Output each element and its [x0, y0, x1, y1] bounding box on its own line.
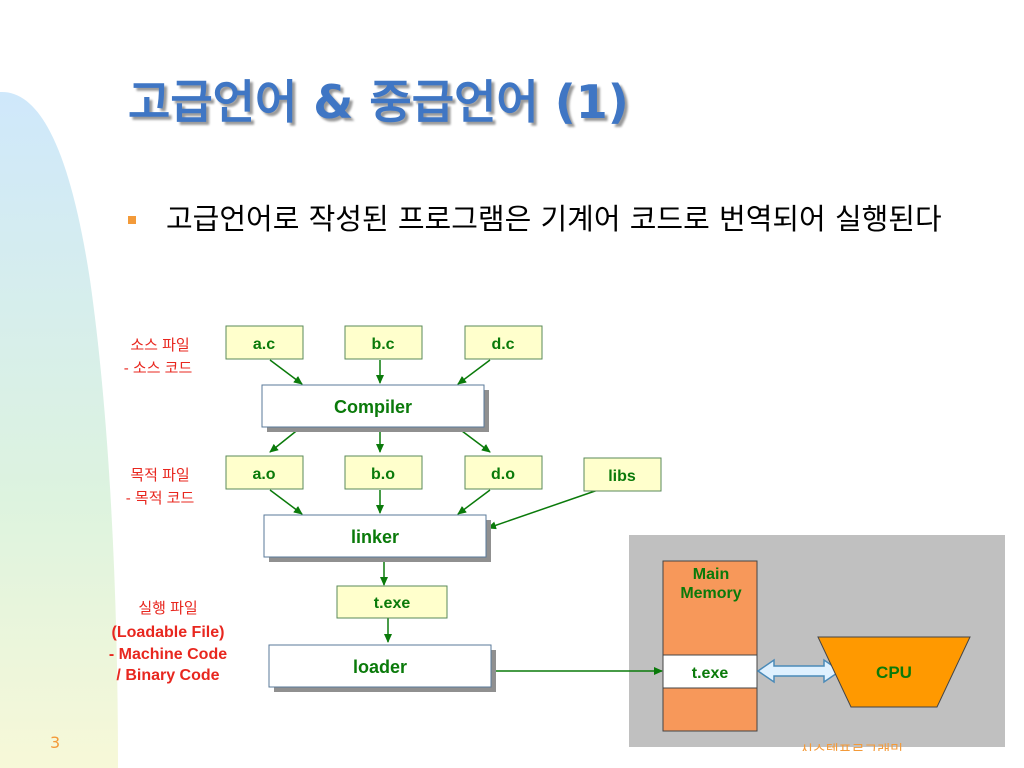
compiler-label: Compiler — [334, 397, 412, 417]
linker-label: linker — [351, 527, 399, 547]
executable-box — [336, 585, 448, 619]
binary-code-label: / Binary Code — [116, 667, 219, 684]
bullet-text: 고급언어로 작성된 프로그램은 기계어 코드로 번역되어 실행된다 — [166, 202, 942, 236]
exec-file-label: 실행 파일 — [138, 600, 197, 617]
object-file-label: 목적 파일 — [130, 467, 189, 484]
object-b: b.o — [371, 466, 395, 483]
main-memory — [662, 560, 758, 732]
object-files: a.o b.o d.o libs — [225, 455, 662, 492]
slide-title: 고급언어 & 중급언어 (1) — [128, 75, 629, 129]
source-files: a.c b.c d.c — [225, 325, 543, 360]
background-curve — [0, 91, 118, 768]
object-code-label: - 목적 코드 — [126, 490, 195, 507]
object-d: d.o — [491, 466, 515, 483]
source-a: a.c — [253, 336, 275, 353]
source-file-label: 소스 파일 — [130, 337, 189, 354]
machine-code-label: - Machine Code — [109, 646, 227, 663]
loader-label: loader — [353, 657, 407, 677]
cpu-shape — [817, 636, 971, 708]
source-code-label: - 소스 코드 — [124, 360, 193, 377]
cpu-label: CPU — [876, 663, 912, 682]
compiler-box — [261, 384, 485, 428]
source-d: d.c — [491, 336, 514, 353]
object-a: a.o — [252, 466, 275, 483]
footer-text: 시스템프로그래밍 — [800, 743, 904, 751]
loader-box — [268, 644, 492, 688]
linker-box — [263, 514, 487, 558]
memory-loaded-label: t.exe — [692, 665, 729, 682]
source-b: b.c — [371, 336, 394, 353]
loadable-file-label: (Loadable File) — [112, 624, 225, 641]
executable-label: t.exe — [374, 595, 411, 612]
memory-title-line2: Memory — [680, 585, 741, 602]
memory-loaded-program — [662, 654, 758, 689]
page-number: 3 — [50, 733, 61, 752]
bullet-icon — [128, 216, 136, 224]
libs-label: libs — [608, 468, 636, 485]
memory-title-line1: Main — [693, 566, 729, 583]
